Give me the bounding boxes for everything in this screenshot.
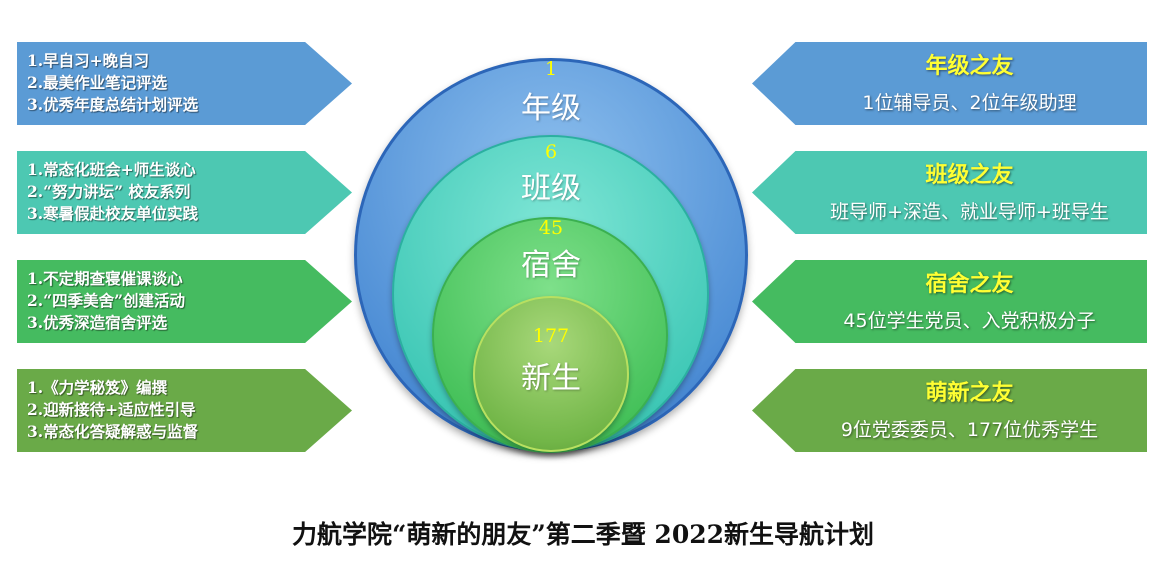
right-arrow-class: 班级之友班导师+深造、就业导师+班导生 — [752, 151, 1147, 234]
activity-line: 3.优秀年度总结计划评选 — [27, 95, 199, 114]
class-count: 6 — [544, 141, 558, 163]
activity-line: 1.常态化班会+师生谈心 — [27, 160, 196, 179]
left-arrow-grade: 1.早自习+晚自习 2.最美作业笔记评选 3.优秀年度总结计划评选 — [17, 42, 352, 125]
circle-freshman — [473, 296, 629, 452]
activity-line: 2.最美作业笔记评选 — [27, 73, 168, 92]
activity-line: 3.寒暑假赴校友单位实践 — [27, 204, 199, 223]
right-arrow-dorm: 宿舍之友 45位学生党员、入党积极分子 — [752, 260, 1147, 343]
friend-title: 年级之友 — [925, 54, 1014, 79]
right-arrow-grade: 年级之友 1位辅导员、2位年级助理 — [752, 42, 1147, 125]
freshman-count: 177 — [532, 325, 570, 347]
activity-line: 2.“四季美舍”创建活动 — [27, 291, 186, 310]
diagram-title: 力航学院“萌新的朋友”第二季暨 2022新生导航计划 — [291, 520, 875, 549]
friend-desc: 45位学生党员、入党积极分子 — [843, 310, 1096, 332]
grade-label: 年级 — [521, 91, 581, 126]
friend-desc: 1位辅导员、2位年级助理 — [862, 92, 1077, 114]
activity-line: 1.《力学秘笈》编撰 — [27, 378, 168, 397]
left-arrow-dorm: 1.不定期查寝催课谈心 2.“四季美舍”创建活动 3.优秀深造宿舍评选 — [17, 260, 352, 343]
activity-line: 1.不定期查寝催课谈心 — [27, 269, 183, 288]
freshman-label: 新生 — [521, 361, 581, 396]
class-label: 班级 — [521, 171, 581, 206]
activity-line: 1.早自习+晚自习 — [27, 51, 150, 70]
friend-title: 宿舍之友 — [925, 272, 1014, 297]
dorm-label: 宿舍 — [521, 248, 581, 283]
activity-line: 3.优秀深造宿舍评选 — [27, 313, 168, 332]
activity-line: 3.常态化答疑解惑与监督 — [27, 422, 199, 441]
right-arrow-freshman: 萌新之友 9位党委委员、177位优秀学生 — [752, 369, 1147, 452]
activity-line: 2.“努力讲坛” 校友系列 — [27, 182, 191, 201]
left-arrow-freshman: 1.《力学秘笈》编撰 2.迎新接待+适应性引导 3.常态化答疑解惑与监督 — [17, 369, 352, 452]
friend-title: 班级之友 — [925, 163, 1014, 188]
grade-count: 1 — [544, 58, 558, 80]
friend-desc: 9位党委委员、177位优秀学生 — [840, 419, 1099, 441]
left-arrow-class: 1.常态化班会+师生谈心 2.“努力讲坛” 校友系列 3.寒暑假赴校友单位实践 — [17, 151, 352, 234]
dorm-count: 45 — [538, 217, 564, 239]
friend-desc: 班导师+深造、就业导师+班导生 — [830, 201, 1109, 223]
activity-line: 2.迎新接待+适应性引导 — [27, 400, 196, 419]
friend-title: 萌新之友 — [925, 381, 1014, 406]
